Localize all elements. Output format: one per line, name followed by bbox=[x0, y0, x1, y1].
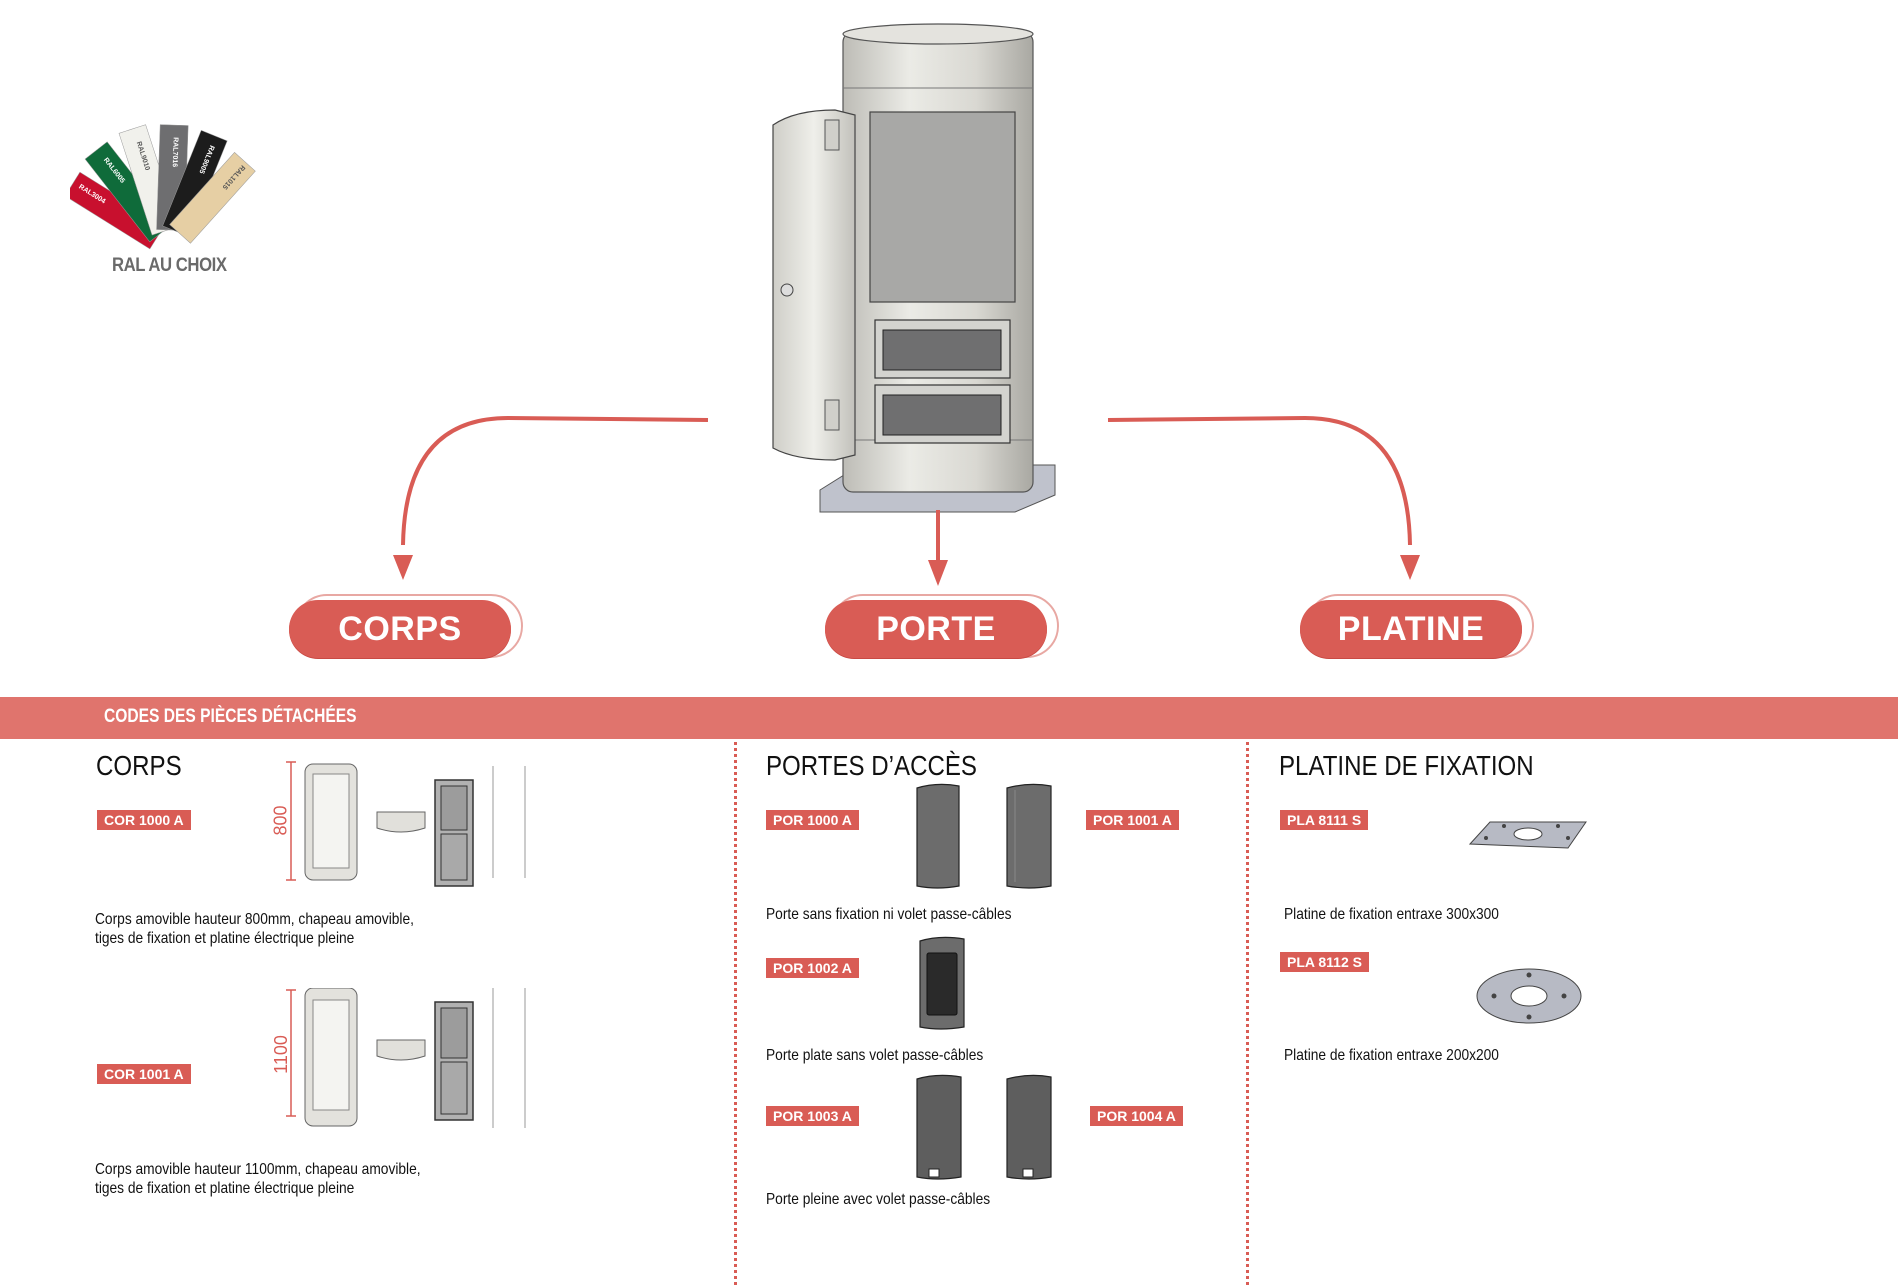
bollard-illustration bbox=[772, 23, 1056, 513]
code-cor-1001: COR 1001 A bbox=[97, 1064, 191, 1084]
desc-pla-8112: Platine de fixation entraxe 200x200 bbox=[1284, 1047, 1499, 1064]
arrow-to-platine bbox=[1107, 415, 1412, 546]
desc-por-1002: Porte plate sans volet passe-câbles bbox=[766, 1047, 984, 1064]
pill-platine: PLATINE bbox=[1300, 594, 1534, 666]
band-title: CODES DES PIÈCES DÉTACHÉES bbox=[104, 706, 357, 727]
code-pla-8111: PLA 8111 S bbox=[1280, 810, 1369, 830]
corps-800-parts bbox=[286, 761, 526, 887]
code-por-1002: POR 1002 A bbox=[766, 958, 859, 978]
door-por-1003-1004 bbox=[916, 1074, 1052, 1180]
swatch-label-ral7016: RAL7016 bbox=[171, 137, 179, 167]
plate-300x300 bbox=[1468, 821, 1587, 849]
section-band bbox=[0, 697, 1898, 739]
code-pla-8112: PLA 8112 S bbox=[1280, 952, 1369, 972]
desc-cor-1000-line1: Corps amovible hauteur 800mm, chapeau am… bbox=[95, 911, 414, 928]
code-por-1001: POR 1001 A bbox=[1086, 810, 1179, 830]
pill-corps: CORPS bbox=[289, 594, 523, 666]
open-door bbox=[772, 109, 856, 461]
separator-left bbox=[734, 742, 737, 1285]
desc-pla-8111: Platine de fixation entraxe 300x300 bbox=[1284, 906, 1499, 923]
desc-por-1000: Porte sans fixation ni volet passe-câble… bbox=[766, 906, 1012, 923]
code-cor-1000: COR 1000 A bbox=[97, 810, 191, 830]
pill-platine-label: PLATINE bbox=[1300, 600, 1522, 658]
corps-1100-parts bbox=[286, 988, 526, 1128]
flow-arrows bbox=[393, 415, 1420, 586]
door-por-1000-1001 bbox=[916, 783, 1052, 889]
corps-section-title: CORPS bbox=[96, 750, 182, 781]
code-por-1004: POR 1004 A bbox=[1090, 1106, 1183, 1126]
desc-por-1003: Porte pleine avec volet passe-câbles bbox=[766, 1191, 991, 1208]
pill-corps-label: CORPS bbox=[289, 600, 511, 658]
desc-cor-1001-line1: Corps amovible hauteur 1100mm, chapeau a… bbox=[95, 1161, 421, 1178]
desc-cor-1000-line2: tiges de fixation et platine électrique … bbox=[95, 930, 355, 947]
plate-200x200 bbox=[1476, 968, 1582, 1024]
desc-cor-1001-line2: tiges de fixation et platine électrique … bbox=[95, 1180, 355, 1197]
code-por-1003: POR 1003 A bbox=[766, 1106, 859, 1126]
portes-section-title: PORTES D’ACCÈS bbox=[766, 750, 977, 781]
arrow-to-corps bbox=[401, 415, 709, 546]
pill-porte: PORTE bbox=[825, 594, 1059, 666]
pill-porte-label: PORTE bbox=[825, 600, 1047, 658]
code-por-1000: POR 1000 A bbox=[766, 810, 859, 830]
separator-right bbox=[1246, 742, 1249, 1285]
platine-section-title: PLATINE DE FIXATION bbox=[1279, 750, 1534, 781]
ral-label: RAL AU CHOIX bbox=[112, 255, 227, 276]
swatch-ral1015 bbox=[169, 152, 256, 244]
door-por-1002 bbox=[919, 936, 965, 1030]
bollard-window bbox=[869, 111, 1016, 303]
